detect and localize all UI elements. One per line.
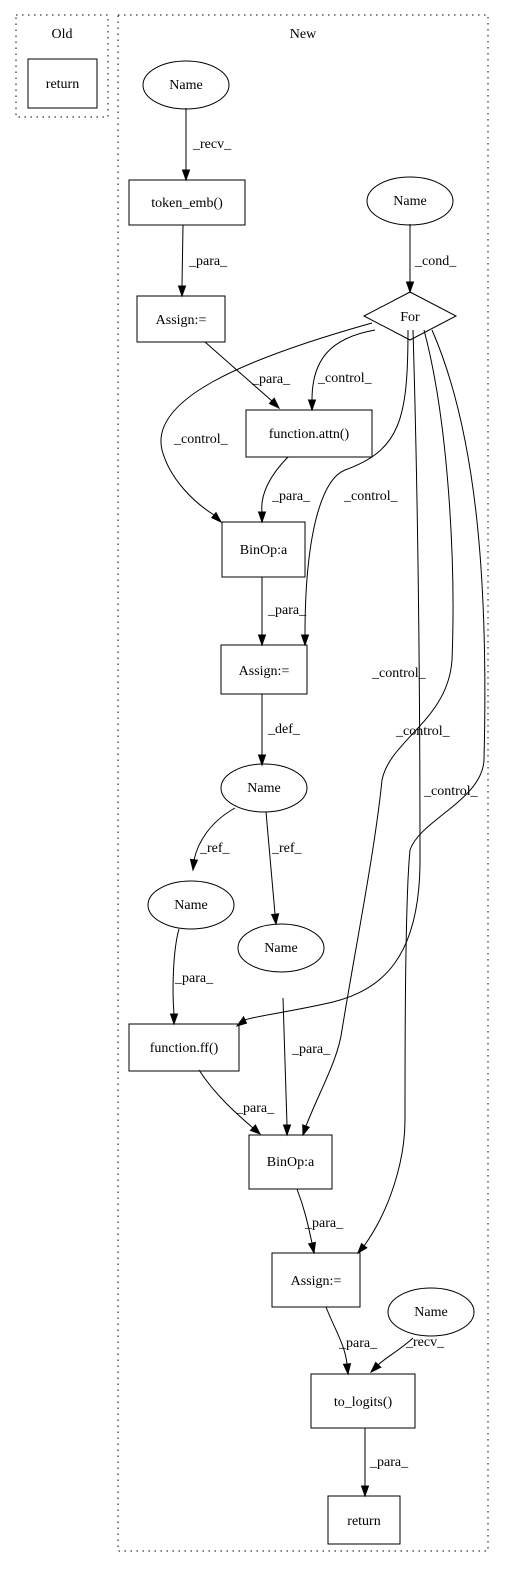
edge-label: _ref_ [199,841,231,856]
node-function-ff: function.ff() [128,1023,240,1072]
edge-para-name-ff: _para_ [169,928,214,1026]
edge-label: _recv_ [405,1335,445,1350]
edge-label: _def_ [267,722,301,737]
edge-para-name-binop2: _para_ [282,997,331,1137]
edge-recv-to-logits: _recv_ [369,1335,445,1374]
node-old-return: return [27,58,98,109]
node-label: For [400,310,420,325]
node-label: Assign:= [239,664,290,679]
edge-label: _control_ [173,432,229,447]
edge-control-attn: _control_ [307,329,376,412]
cluster-old-label: Old [52,27,73,42]
node-label: BinOp:a [267,1155,315,1170]
edge-label: _para_ [267,603,307,618]
node-name-top: Name [142,60,230,110]
edge-label: _para_ [235,1101,275,1116]
edge-cond-for: _cond_ [405,224,457,294]
node-label: return [46,77,79,92]
edge-para-token-assign: _para_ [177,224,228,298]
edge-label: _para_ [369,1455,409,1470]
edge-recv-token-emb: _recv_ [181,108,232,182]
cluster-old: Old [15,14,109,118]
node-for: For [362,291,458,341]
edge-para-attn-binop: _para_ [257,456,311,524]
edge-para-assign-attn: _para_ [204,341,291,410]
node-label: function.attn() [269,427,350,442]
edge-label: _control_ [423,784,479,799]
node-label: token_emb() [151,196,223,211]
edge-label: _para_ [251,372,291,387]
node-binop-1: BinOp:a [221,521,306,578]
node-assign-3: Assign:= [271,1252,361,1308]
edge-ref2: _ref_ [265,811,303,926]
node-label: return [347,1514,380,1529]
node-label: to_logits() [334,1395,393,1410]
node-label: function.ff() [150,1041,219,1056]
edge-label: _control_ [371,666,427,681]
edge-label: _recv_ [192,137,232,152]
node-label: Name [174,898,207,913]
node-label: BinOp:a [240,543,288,558]
edge-para-binop2-assign3: _para_ [296,1188,344,1255]
node-name-ref-1: Name [147,880,235,930]
edge-control-assign3: _control_ [357,329,486,1255]
edges: _recv_ _para_ _cond_ _para_ _control_ [160,108,486,1498]
node-label: Name [169,78,202,93]
node-name-ref-2: Name [237,923,325,973]
edge-def: _def_ [257,694,301,767]
node-label: Name [264,941,297,956]
cluster-new-label: New [290,27,317,42]
edge-label: _para_ [271,489,311,504]
node-name-def: Name [220,763,308,813]
edge-para-ff-binop2: _para_ [198,1069,275,1135]
edge-label: _para_ [174,971,214,986]
node-label: Assign:= [291,1274,342,1289]
edge-label: _cond_ [414,254,457,269]
edge-label: _control_ [395,724,451,739]
edge-label: _ref_ [271,841,303,856]
node-assign-2: Assign:= [220,644,308,695]
edge-para-binop1-assign2: _para_ [257,577,307,647]
node-label: Assign:= [156,313,207,328]
edge-label: _para_ [338,1336,378,1351]
edge-control-ff: _control_ [235,329,427,1027]
node-to-logits: to_logits() [310,1373,416,1429]
edge-label: _control_ [317,371,373,386]
edge-ref1: _ref_ [189,807,236,872]
node-label: Name [247,781,280,796]
node-binop-2: BinOp:a [248,1134,333,1190]
node-name-recv: Name [387,1287,475,1337]
nodes: return Name token_emb() Name Assign:= Fo… [27,58,475,1545]
node-new-return: return [327,1495,401,1545]
cluster-new: New [117,14,489,1552]
node-name-cond: Name [366,176,454,226]
edge-para-logits-return: _para_ [360,1428,409,1498]
edge-label: _para_ [188,254,228,269]
node-assign-1: Assign:= [136,295,226,343]
node-token-emb: token_emb() [128,179,246,226]
edge-control-binop2: _control_ [302,329,454,1137]
edge-para-assign3-logits: _para_ [325,1306,378,1376]
edge-control-assign2: _control_ [300,329,409,647]
edge-label: _para_ [291,1042,331,1057]
node-function-attn: function.attn() [245,409,373,458]
edge-label: _para_ [304,1216,344,1231]
node-label: Name [393,194,426,209]
edge-label: _control_ [343,489,399,504]
node-label: Name [414,1305,447,1320]
edge-control-binop1: _control_ [160,322,373,524]
